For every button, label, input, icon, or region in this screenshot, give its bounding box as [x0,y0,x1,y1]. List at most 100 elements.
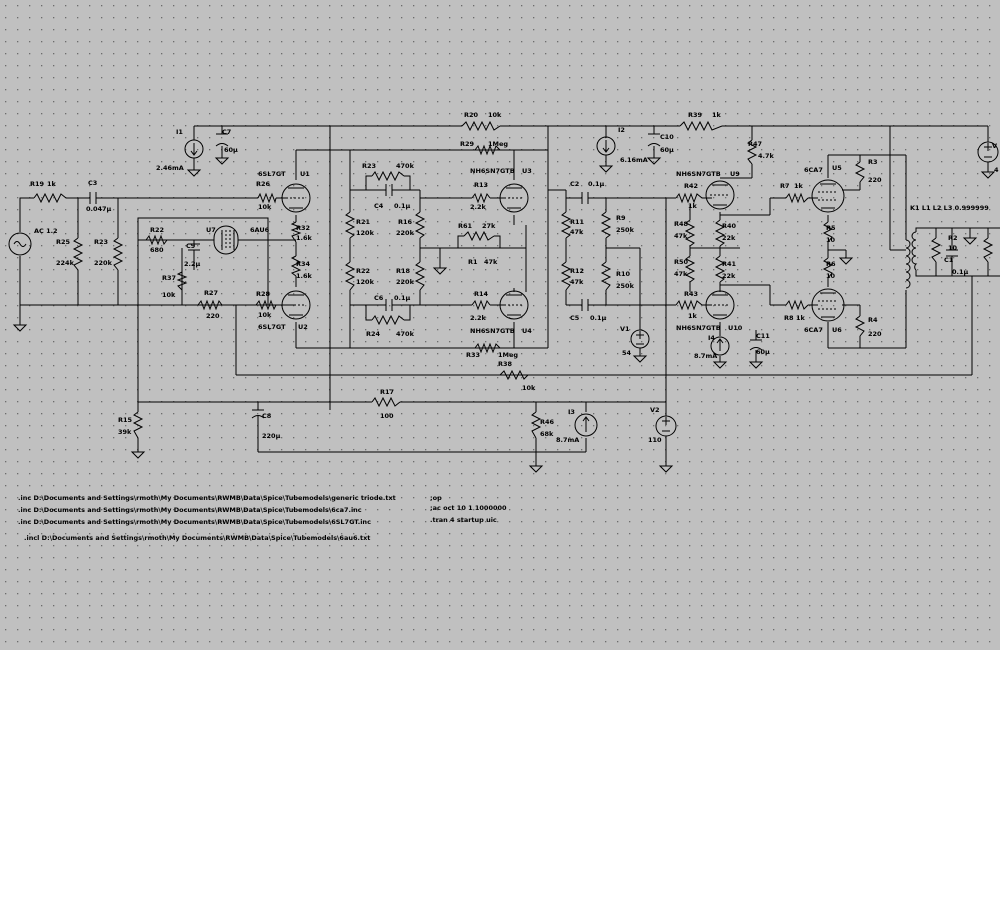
resistor-r22b [344,261,356,291]
tubes [213,179,845,322]
resistor-r61 [463,230,495,242]
value-r32: 1.6k [296,234,313,242]
label-r17: R17 [380,388,394,396]
value-r22b: 120k [356,278,375,286]
type-u1: 6SL7GT [258,170,286,178]
value-r41: 22k [722,272,736,280]
label-r27: R27 [204,289,218,297]
label-c4: C4 [374,202,384,210]
label-c9: C9 [186,242,196,250]
label-r29: R29 [460,140,475,148]
value-r33: 1Meg [498,351,518,359]
label-c1: C1 [944,256,954,264]
current-source-i3 [574,413,598,437]
capacitor-c10 [647,133,661,147]
sources [8,136,999,437]
value-r2: 10 [948,244,958,252]
directive-inc-6ca7: .inc D:\Documents and Settings\rmoth\My … [18,506,362,514]
value-c4: 0.1µ [394,202,411,210]
label-u1: U1 [300,170,310,178]
capacitor-c5 [581,299,589,311]
value-r26: 10k [258,203,272,211]
resistor-r28 [255,299,284,311]
resistor-r17 [371,396,401,408]
value-c9: 2.2µ [184,260,201,268]
type-u2: 6SL7GT [258,323,286,331]
value-c2: 0.1µ [588,180,605,188]
label-r46: R46 [540,418,555,426]
resistor-r16 [414,211,426,239]
resistor-r26 [257,192,277,204]
value-r42: 1k [688,202,698,210]
label-r8: R8 [784,314,794,322]
type-u10: NH6SN7GTB [676,324,721,332]
value-c11: 60µ [756,348,770,356]
tube-u5 [811,179,845,213]
label-c11: C11 [756,332,770,340]
value-r50: 47k [674,270,688,278]
resistor-r47 [746,139,758,165]
value-i4: 8.7mA [694,352,717,360]
value-r23: 220k [94,259,113,267]
resistor-r39 [679,120,723,132]
label-r26: R26 [256,180,271,188]
label-u10: U10 [728,324,743,332]
label-r38: R38 [498,360,513,368]
voltage-source-v2 [655,415,677,437]
resistor-r15 [132,411,144,439]
label-c5: C5 [570,314,580,322]
label-r22b: R22 [356,267,370,275]
resistor-r23 [112,237,124,271]
tube-u6 [811,288,845,322]
label-r39: R39 [688,111,703,119]
value-r12: 47k [570,278,584,286]
tube-u3 [499,183,529,213]
label-r41: R41 [722,260,737,268]
label-r28: R28 [256,290,271,298]
label-u3: U3 [522,167,532,175]
label-r11: R11 [570,218,585,226]
label-r42: R42 [684,182,698,190]
resistor-r9 [600,211,612,239]
value-r10: 250k [616,282,635,290]
value-r39: 1k [712,111,722,119]
value-c1: 0.1µ [952,268,969,276]
value-r27: 220 [206,312,220,320]
wires [19,125,1000,466]
label-r5: R5 [826,224,836,232]
label-r61: R61 [458,222,473,230]
value-r20: 10k [488,111,502,119]
transformer-k1 [905,231,918,289]
label-u7: U7 [206,226,216,234]
value-r14: 2.2k [470,314,487,322]
resistor-load [982,237,994,263]
label-r40: R40 [722,222,737,230]
value-c10: 60µ [660,146,674,154]
label-r37: R37 [162,274,176,282]
value-r48: 47k [674,232,688,240]
label-c7: C7 [222,128,231,136]
value-v1: 54 [622,349,632,357]
label-r24: R24 [366,330,381,338]
label-u5: U5 [832,164,842,172]
type-u4: NH6SN7GTB [470,327,515,335]
value-r47: 4.7k [758,152,775,160]
capacitor-c1 [946,249,958,257]
capacitor-c2 [581,192,589,204]
value-v: 4 [994,166,999,174]
value-r43: 1k [688,312,698,320]
label-i2: I2 [618,126,625,134]
label-i1: I1 [176,128,183,136]
value-r25: 224k [56,259,75,267]
ac-source [8,232,32,256]
resistor-r10 [600,261,612,291]
type-u7: 6AU6 [250,226,270,234]
tube-u10 [705,290,735,320]
label-c3: C3 [88,179,97,187]
value-r3: 220 [868,176,882,184]
label-i4: I4 [708,334,715,342]
label-u4: U4 [522,327,532,335]
resistor-r48 [684,219,696,247]
type-u5: 6CA7 [804,166,823,174]
label-r9: R9 [616,214,626,222]
